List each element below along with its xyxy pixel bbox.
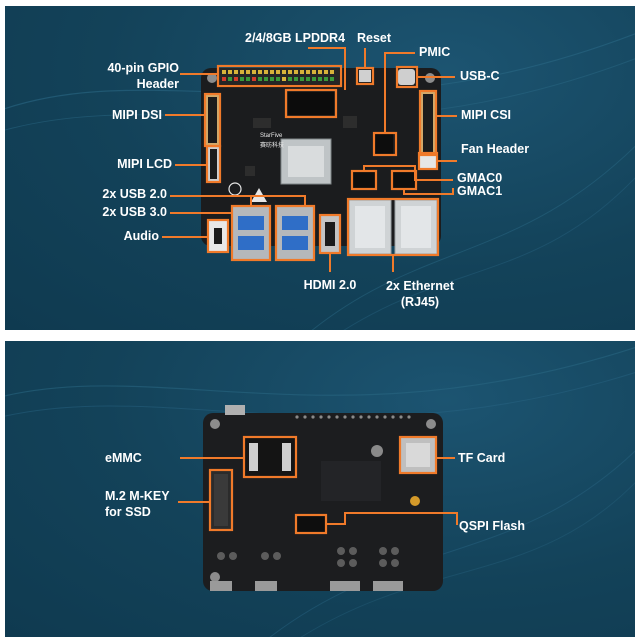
usbc-label: USB-C [460,69,500,83]
ethernet-label: 2x Ethernet (RJ45) [385,279,455,309]
mipi-csi-label: MIPI CSI [461,108,512,122]
emmc-label: eMMC [105,451,142,465]
tf-card-label: TF Card [458,451,506,465]
mipi-csi-highlight [418,89,438,157]
reset-label: Reset [357,31,392,45]
bottom-view-panel: eMMC M.2 M-KEY for SSD TF Card QSPI Flas… [5,341,635,637]
usb-port-right [277,207,313,259]
gmac0-label: GMAC0 [457,171,503,185]
lpddr4-chip [286,90,336,117]
gpio-highlight [216,64,343,88]
audio-label: Audio [123,229,159,243]
tf-card-highlight [398,435,438,475]
fan-header-label: Fan Header [461,142,530,156]
lpddr4-highlight [284,88,338,119]
gpio-pins [219,68,339,84]
usb20-label: 2x USB 2.0 [102,187,167,201]
usb-right-highlight [274,204,316,262]
pmic-label: PMIC [419,45,451,59]
gpio-label: 40-pin GPIO Header [107,61,179,91]
top-view-panel: StarFive 赛昉科技 [5,6,635,330]
usb30-label: 2x USB 3.0 [102,205,167,219]
mipi-dsi-label: MIPI DSI [111,108,162,122]
board-bottom-illustration [178,405,458,591]
board-brand-text: StarFive [260,133,283,139]
qspi-label: QSPI Flash [459,519,525,533]
gmac0-chip [353,172,375,188]
lpddr4-label: 2/4/8GB LPDDR4 [245,31,346,45]
m2-label: M.2 M-KEY for SSD [105,489,170,519]
pmic-chip [373,134,393,154]
fan-header-connector [420,154,436,168]
hdmi-label: HDMI 2.0 [303,278,357,292]
board-top-illustration: StarFive 赛昉科技 [162,47,457,272]
qspi-flash-chip [297,516,325,532]
decorative-waves [5,346,635,637]
usb-port-left [233,207,269,259]
usb-c-port [398,69,415,85]
m2-highlight [208,468,234,532]
board-brand-cn-text: 赛昉科技 [260,141,284,149]
gmac1-label: GMAC1 [457,184,503,198]
mipi-lcd-label: MIPI LCD [117,157,172,171]
gmac1-chip [393,172,415,188]
